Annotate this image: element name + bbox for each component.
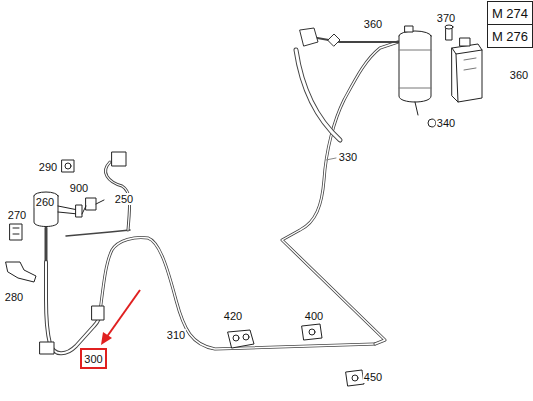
callout-number: 340	[436, 117, 456, 129]
callout-number: 330	[338, 151, 358, 163]
engine-code: M 276	[492, 29, 528, 44]
callout-number: 250	[114, 193, 134, 205]
highlight-box: 300	[80, 348, 107, 369]
callout-number: 360	[363, 18, 383, 30]
callout-number: 280	[4, 291, 24, 303]
callout-number: 300	[84, 353, 102, 365]
callout-number: 360	[509, 69, 529, 81]
pointer-arrow	[101, 290, 140, 345]
engine-variant-box: M 276	[487, 24, 533, 48]
engine-variant-box: M 274	[487, 1, 533, 25]
callout-number: 450	[363, 371, 383, 383]
callout-number: 420	[223, 310, 243, 322]
engine-code: M 274	[492, 6, 528, 21]
callout-number: 370	[436, 12, 456, 24]
callout-number: 290	[38, 161, 58, 173]
callout-number: 260	[35, 196, 55, 208]
callout-number: 310	[166, 329, 186, 341]
callout-number: 900	[69, 182, 89, 194]
callout-number: 270	[7, 209, 27, 221]
callout-number: 400	[304, 310, 324, 322]
